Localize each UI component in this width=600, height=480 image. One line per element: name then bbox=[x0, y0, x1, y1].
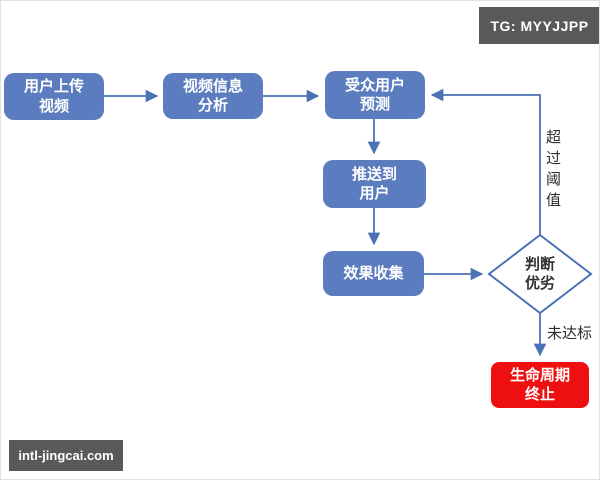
edge-judge-to-predict-feedback bbox=[430, 88, 541, 236]
node-user-upload-video-label: 用户上传 视频 bbox=[23, 78, 84, 115]
node-lifecycle-termination: 生命周期 终止 bbox=[491, 362, 589, 408]
tg-badge-label: TG: MYYJJPP bbox=[490, 17, 589, 34]
node-video-info-analysis: 视频信息 分析 bbox=[163, 73, 263, 119]
edge-label-not-met: 未达标 bbox=[547, 325, 593, 342]
edge-label-exceed-threshold: 超过阈值 bbox=[544, 129, 561, 213]
node-judge-quality: 判断 优劣 bbox=[500, 252, 580, 296]
node-effect-collection: 效果收集 bbox=[323, 251, 424, 296]
watermark-badge: intl-jingcai.com bbox=[9, 440, 123, 471]
node-user-upload-video: 用户上传 视频 bbox=[4, 73, 104, 120]
watermark-badge-label: intl-jingcai.com bbox=[18, 448, 114, 463]
node-lifecycle-termination-label: 生命周期 终止 bbox=[509, 366, 570, 403]
node-push-to-users-label: 推送到 用户 bbox=[351, 165, 397, 202]
node-effect-collection-label: 效果收集 bbox=[343, 264, 404, 282]
node-push-to-users: 推送到 用户 bbox=[323, 160, 426, 208]
node-audience-prediction: 受众用户 预测 bbox=[325, 71, 425, 119]
node-audience-prediction-label: 受众用户 预测 bbox=[344, 76, 405, 113]
node-judge-quality-label: 判断 优劣 bbox=[524, 255, 555, 293]
tg-badge: TG: MYYJJPP bbox=[479, 7, 599, 44]
node-video-info-analysis-label: 视频信息 分析 bbox=[182, 77, 243, 114]
